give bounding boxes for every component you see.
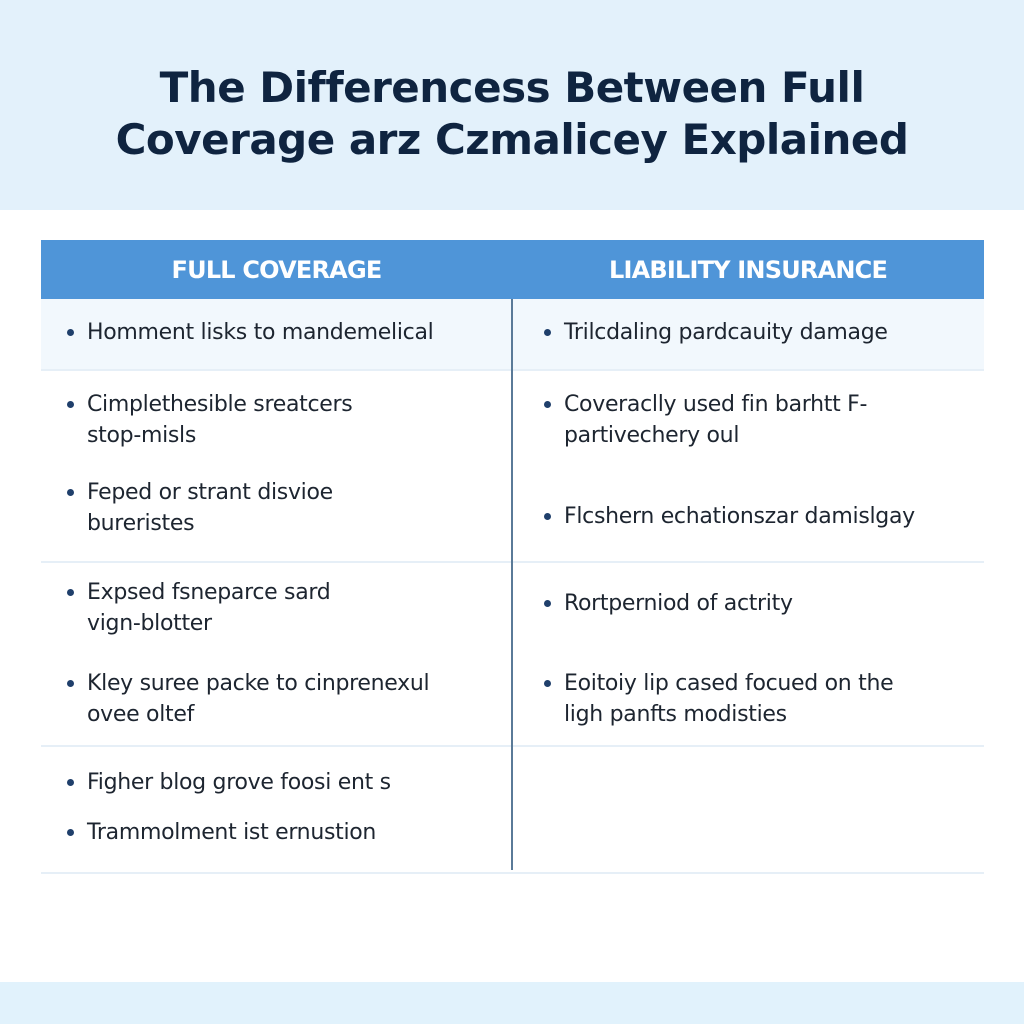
page-title: The Differencess Between Full Coverage a…: [0, 62, 1024, 166]
header-liability-insurance: LIABILITY INSURANCE: [608, 255, 888, 284]
footer-band: [0, 982, 1024, 1024]
bullet-icon: [67, 329, 74, 336]
item-text: Trilcdaling pardcauity damage: [564, 320, 888, 345]
list-item: Expsed fsneparce sard vign-blotter: [67, 577, 387, 639]
list-item: Homment lisks to mandemelical: [67, 317, 502, 348]
full-coverage-cell: Expsed fsneparce sard vign-blotter Kley …: [41, 563, 512, 745]
item-text: Flcshern echationszar damislgay: [564, 504, 915, 529]
title-band: [0, 0, 1024, 210]
full-coverage-cell: Cimplethesible sreatcers stop-misls Fepe…: [41, 371, 512, 561]
item-text: Kley suree packe to cinprenexul ovee olt…: [87, 671, 430, 727]
list-item: Kley suree packe to cinprenexul ovee olt…: [67, 668, 487, 730]
liability-cell-empty: [512, 747, 984, 872]
list-item: Trammolment ist ernustion: [67, 817, 502, 848]
list-item: Coveraclly used fin barhtt F- partiveche…: [544, 389, 924, 451]
table-row: Homment lisks to mandemelical Trilcdalin…: [41, 299, 984, 371]
bullet-icon: [67, 680, 74, 687]
bullet-icon: [67, 489, 74, 496]
item-text: Cimplethesible sreatcers stop-misls: [87, 392, 353, 448]
table-row: Cimplethesible sreatcers stop-misls Fepe…: [41, 371, 984, 563]
item-text: Rortperniod of actrity: [564, 591, 793, 616]
item-text: Eoitoiy lip cased focued on the ligh pan…: [564, 671, 894, 727]
bullet-icon: [544, 600, 551, 607]
liability-cell: Coveraclly used fin barhtt F- partiveche…: [512, 371, 984, 561]
bullet-icon: [67, 829, 74, 836]
list-item: Rortperniod of actrity: [544, 588, 974, 619]
list-item: Cimplethesible sreatcers stop-misls: [67, 389, 407, 451]
table-header: FULL COVERAGE LIABILITY INSURANCE: [41, 240, 984, 299]
liability-cell: Rortperniod of actrity Eoitoiy lip cased…: [512, 563, 984, 745]
table-body: Homment lisks to mandemelical Trilcdalin…: [41, 299, 984, 874]
item-text: Trammolment ist ernustion: [87, 820, 377, 845]
bullet-icon: [67, 589, 74, 596]
bullet-icon: [67, 401, 74, 408]
comparison-table: FULL COVERAGE LIABILITY INSURANCE Hommen…: [41, 240, 984, 874]
bullet-icon: [544, 513, 551, 520]
list-item: Figher blog grove foosi ent s: [67, 767, 502, 798]
list-item: Eoitoiy lip cased focued on the ligh pan…: [544, 668, 904, 730]
column-divider: [511, 299, 513, 870]
header-full-coverage: FULL COVERAGE: [171, 255, 383, 284]
item-text: Expsed fsneparce sard vign-blotter: [87, 580, 331, 636]
full-coverage-cell: Figher blog grove foosi ent s Trammolmen…: [41, 747, 512, 872]
title-line-1: The Differencess Between Full: [159, 63, 865, 112]
title-line-2: Coverage arz Czmalicey Explained: [115, 115, 909, 164]
table-row: Figher blog grove foosi ent s Trammolmen…: [41, 747, 984, 874]
list-item: Trilcdaling pardcauity damage: [544, 317, 974, 348]
item-text: Coveraclly used fin barhtt F- partiveche…: [564, 392, 868, 448]
list-item: Flcshern echationszar damislgay: [544, 501, 974, 532]
bullet-icon: [67, 779, 74, 786]
full-coverage-cell: Homment lisks to mandemelical: [41, 299, 512, 369]
liability-cell: Trilcdaling pardcauity damage: [512, 299, 984, 369]
bullet-icon: [544, 680, 551, 687]
item-text: Figher blog grove foosi ent s: [87, 770, 391, 795]
bullet-icon: [544, 401, 551, 408]
item-text: Feped or strant disvioe bureristes: [87, 480, 333, 536]
bullet-icon: [544, 329, 551, 336]
item-text: Homment lisks to mandemelical: [87, 320, 434, 345]
list-item: Feped or strant disvioe bureristes: [67, 477, 387, 539]
